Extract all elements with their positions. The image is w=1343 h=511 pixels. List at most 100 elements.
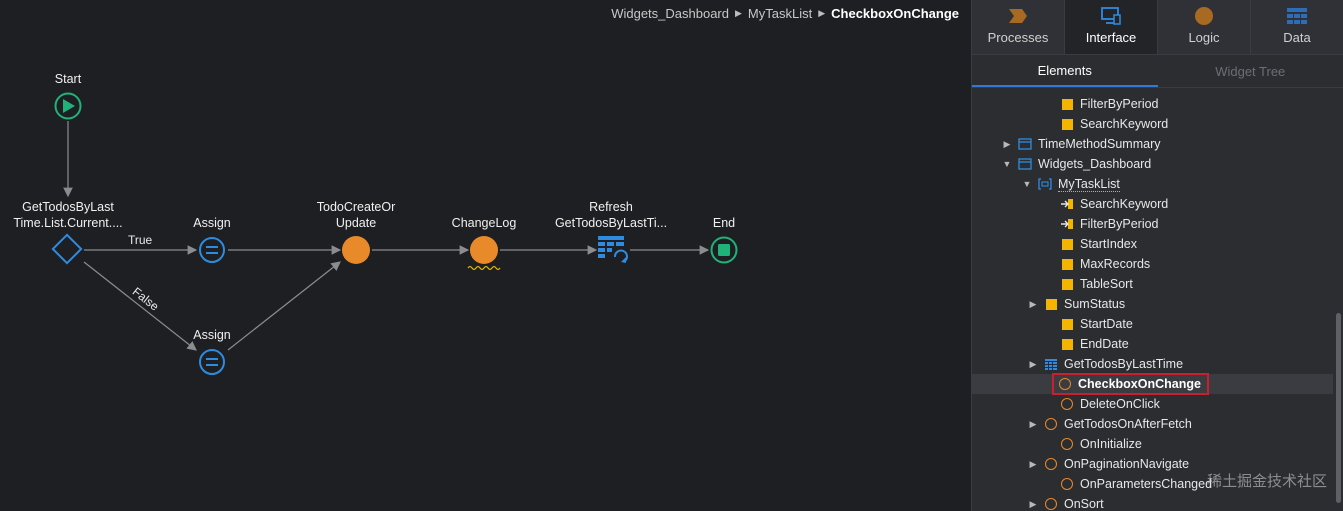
tree-item-label: SearchKeyword <box>1080 117 1169 131</box>
expand-arrow-icon[interactable]: ▶ <box>1029 498 1037 509</box>
expand-arrow-icon[interactable]: ▶ <box>1029 458 1037 469</box>
screen-icon <box>1018 137 1032 151</box>
expand-arrow-icon[interactable]: ▶ <box>1003 138 1011 149</box>
processes-icon <box>1007 6 1029 26</box>
refresh-data-node-icon[interactable] <box>598 236 628 263</box>
block-icon <box>1038 177 1052 191</box>
end-label: End <box>712 216 736 230</box>
tree-item-gettodosonafterfetch[interactable]: ▶ GetTodosOnAfterFetch <box>972 414 1333 434</box>
logic-icon <box>1193 6 1215 26</box>
tree-item-onsort[interactable]: ▶ OnSort <box>972 494 1333 511</box>
start-label: Start <box>54 72 82 86</box>
client-action-icon <box>1060 397 1074 411</box>
tree-item-checkboxonchange[interactable]: CheckboxOnChange <box>972 373 1333 395</box>
input-parameter-icon <box>1060 197 1074 211</box>
local-variable-icon <box>1060 337 1074 351</box>
tree-item-label: MyTaskList <box>1058 176 1120 192</box>
tree-item-label: FilterByPeriod <box>1080 97 1159 111</box>
tree-item-deleteonclick[interactable]: DeleteOnClick <box>972 394 1333 414</box>
assign-node-icon[interactable] <box>199 237 225 263</box>
collapse-arrow-icon[interactable]: ▼ <box>1002 159 1012 169</box>
client-action-icon <box>1058 377 1072 391</box>
tree-item-startdate[interactable]: StartDate <box>972 314 1333 334</box>
tree-item-onparameterschanged[interactable]: OnParametersChanged <box>972 474 1333 494</box>
tree-item-label: TableSort <box>1080 277 1133 291</box>
server-action-node-icon[interactable] <box>342 236 370 264</box>
todo-create-or-update-label: TodoCreateOr Update <box>316 200 396 230</box>
warning-squiggle-icon <box>467 265 501 271</box>
tab-interface[interactable]: Interface <box>1065 0 1158 54</box>
tree-item-label: GetTodosOnAfterFetch <box>1064 417 1192 431</box>
tree-item-label: Widgets_Dashboard <box>1038 157 1152 171</box>
tree-item-filterbyperiod[interactable]: FilterByPeriod <box>972 94 1333 114</box>
client-action-icon <box>1044 497 1058 511</box>
tab-logic-label: Logic <box>1188 30 1220 45</box>
breadcrumb-separator-icon: ▶ <box>735 8 742 18</box>
tab-widget-tree[interactable]: Widget Tree <box>1215 63 1286 79</box>
watermark: 稀土掘金技术社区 <box>1206 473 1327 490</box>
expand-arrow-icon[interactable]: ▶ <box>1029 358 1037 369</box>
tree-item-label: SearchKeyword <box>1080 197 1169 211</box>
true-branch-label: True <box>128 233 153 247</box>
tree-item-searchkeyword-input[interactable]: SearchKeyword <box>972 194 1333 214</box>
tree-item-label: StartIndex <box>1080 237 1137 251</box>
tree-item-label: OnParametersChanged <box>1080 477 1213 491</box>
tree-item-enddate[interactable]: EndDate <box>972 334 1333 354</box>
tab-data[interactable]: Data <box>1251 0 1343 54</box>
tree-item-label: EndDate <box>1080 337 1129 351</box>
local-variable-icon <box>1060 97 1074 111</box>
tree-item-timemethodsummary[interactable]: ▶ TimeMethodSummary <box>972 134 1333 154</box>
connector-assign2-todo <box>227 261 341 351</box>
tab-processes-label: Processes <box>987 30 1049 45</box>
changelog-label: ChangeLog <box>451 216 517 230</box>
breadcrumb-item-mytasklist[interactable]: MyTaskList <box>747 6 813 21</box>
collapse-arrow-icon[interactable]: ▼ <box>1022 179 1032 189</box>
local-variable-icon <box>1060 317 1074 331</box>
tree-item-label: OnInitialize <box>1080 437 1142 451</box>
tree-item-oninitialize[interactable]: OnInitialize <box>972 434 1333 454</box>
breadcrumb-item-widgets-dashboard[interactable]: Widgets_Dashboard <box>611 6 729 21</box>
tree-scrollbar[interactable] <box>1336 313 1341 503</box>
server-action-node-icon[interactable] <box>470 236 498 264</box>
top-tab-bar: Processes Interface Logic <box>972 0 1343 55</box>
if-label: GetTodosByLast Time.List.Current.... <box>13 200 123 230</box>
tree-item-tablesort[interactable]: TableSort <box>972 274 1333 294</box>
tree-item-filterbyperiod-input[interactable]: FilterByPeriod <box>972 214 1333 234</box>
tree-item-label: OnSort <box>1064 497 1104 511</box>
expand-arrow-icon[interactable]: ▶ <box>1029 418 1037 429</box>
breadcrumb-item-current: CheckboxOnChange <box>831 6 959 21</box>
tree-item-label: StartDate <box>1080 317 1133 331</box>
tree-item-widgets-dashboard[interactable]: ▼ Widgets_Dashboard <box>972 154 1333 174</box>
tab-processes[interactable]: Processes <box>972 0 1065 54</box>
tree-item-label: DeleteOnClick <box>1080 397 1160 411</box>
tab-logic[interactable]: Logic <box>1158 0 1251 54</box>
right-panel: Processes Interface Logic <box>971 0 1343 511</box>
tree-item-gettodosbylasttime[interactable]: ▶ GetTodosByLastTime <box>972 354 1333 374</box>
start-node-icon[interactable] <box>54 92 82 120</box>
tree-item-onpaginationnavigate[interactable]: ▶ OnPaginationNavigate <box>972 454 1333 474</box>
expand-arrow-icon[interactable]: ▶ <box>1029 298 1037 309</box>
tree-item-label: TimeMethodSummary <box>1038 137 1161 151</box>
tree-item-mytasklist[interactable]: ▼ MyTaskList <box>972 174 1333 194</box>
tree-item-startindex[interactable]: StartIndex <box>972 234 1333 254</box>
local-variable-icon <box>1044 297 1058 311</box>
selection-highlight: CheckboxOnChange <box>1052 373 1209 395</box>
tree-item-searchkeyword[interactable]: SearchKeyword <box>972 114 1333 134</box>
tab-data-label: Data <box>1283 30 1311 45</box>
tree-item-label: GetTodosByLastTime <box>1064 357 1184 371</box>
tree-item-label: OnPaginationNavigate <box>1064 457 1190 471</box>
end-node-icon[interactable] <box>710 236 738 264</box>
local-variable-icon <box>1060 277 1074 291</box>
sub-tab-bar: Elements Widget Tree <box>972 55 1343 88</box>
tree-item-maxrecords[interactable]: MaxRecords <box>972 254 1333 274</box>
tree-item-sumstatus[interactable]: ▶ SumStatus <box>972 294 1333 314</box>
tab-elements[interactable]: Elements <box>972 55 1158 87</box>
element-tree: FilterByPeriod SearchKeyword ▶ TimeMetho… <box>972 88 1343 511</box>
tree-item-label: SumStatus <box>1064 297 1126 311</box>
flow-canvas[interactable]: Widgets_Dashboard ▶ MyTaskList ▶ Checkbo… <box>0 0 971 511</box>
breadcrumb: Widgets_Dashboard ▶ MyTaskList ▶ Checkbo… <box>611 6 959 21</box>
data-icon <box>1286 6 1308 26</box>
if-node-icon[interactable] <box>51 233 83 265</box>
assign-node-icon[interactable] <box>199 349 225 375</box>
